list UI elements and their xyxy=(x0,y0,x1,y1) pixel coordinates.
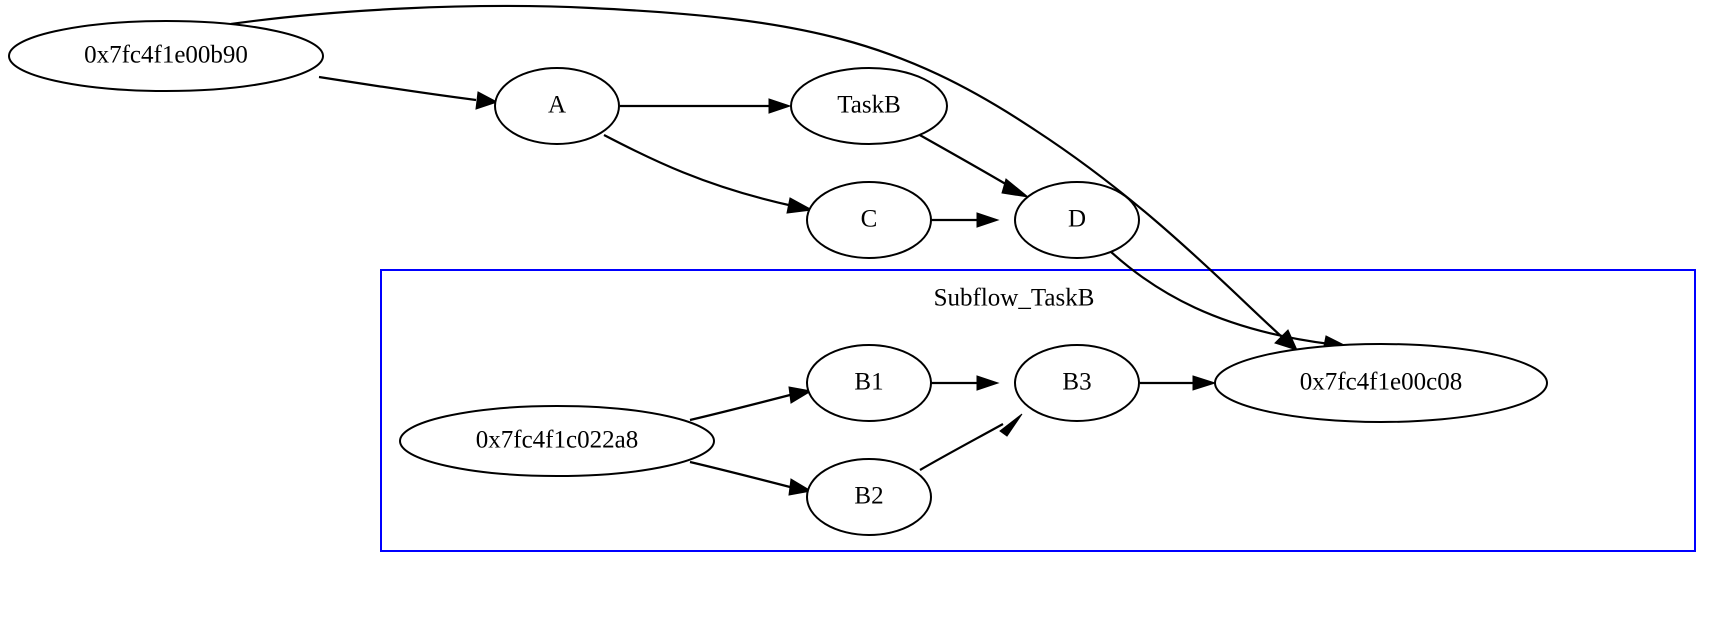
node-b2[interactable]: B2 xyxy=(806,458,932,536)
cluster-border xyxy=(380,269,1696,552)
node-label: 0x7fc4f1e00c08 xyxy=(1300,369,1462,396)
node-shape xyxy=(494,67,620,145)
node-shape xyxy=(806,181,932,259)
node-shape xyxy=(399,405,715,477)
node-shape xyxy=(806,344,932,422)
node-label: D xyxy=(1068,206,1086,233)
node-label: B2 xyxy=(854,483,883,510)
node-b3[interactable]: B3 xyxy=(1014,344,1140,422)
edge-a-c[interactable] xyxy=(603,134,814,214)
node-shape xyxy=(8,20,324,92)
node-shape xyxy=(1014,181,1140,259)
cluster-subflow-taskb[interactable]: Subflow_TaskB xyxy=(380,269,1696,552)
node-start[interactable]: 0x7fc4f1e00b90 xyxy=(8,20,324,92)
node-taskb[interactable]: TaskB xyxy=(790,67,948,145)
node-label: A xyxy=(548,92,566,119)
edge-c-d[interactable] xyxy=(931,212,1000,228)
edge-b3-end[interactable] xyxy=(1140,375,1217,391)
edge-subin-b1[interactable] xyxy=(689,386,813,422)
node-end[interactable]: 0x7fc4f1e00c08 xyxy=(1214,343,1548,423)
edge-subin-b2[interactable] xyxy=(689,460,813,496)
edge-taskb-d[interactable] xyxy=(917,133,1030,198)
node-shape xyxy=(1214,343,1548,423)
edge-b2-b3[interactable] xyxy=(919,413,1023,471)
node-a[interactable]: A xyxy=(494,67,620,145)
edge-a-taskb[interactable] xyxy=(620,98,792,114)
node-c[interactable]: C xyxy=(806,181,932,259)
node-label: C xyxy=(861,206,878,233)
node-b1[interactable]: B1 xyxy=(806,344,932,422)
edge-start-a[interactable] xyxy=(318,75,499,110)
node-shape xyxy=(1014,344,1140,422)
node-sub-in[interactable]: 0x7fc4f1c022a8 xyxy=(399,405,715,477)
cluster-label: Subflow_TaskB xyxy=(934,285,1095,312)
edge-b1-b3[interactable] xyxy=(931,375,1000,391)
node-d[interactable]: D xyxy=(1014,181,1140,259)
node-label: 0x7fc4f1c022a8 xyxy=(476,427,638,454)
edge-start-end[interactable] xyxy=(230,4,1298,351)
node-shape xyxy=(790,67,948,145)
node-label: B1 xyxy=(854,369,883,396)
node-label: 0x7fc4f1e00b90 xyxy=(84,42,248,69)
edge-d-end[interactable] xyxy=(1109,250,1350,352)
node-label: TaskB xyxy=(837,92,901,119)
node-label: B3 xyxy=(1062,369,1091,396)
node-shape xyxy=(806,458,932,536)
